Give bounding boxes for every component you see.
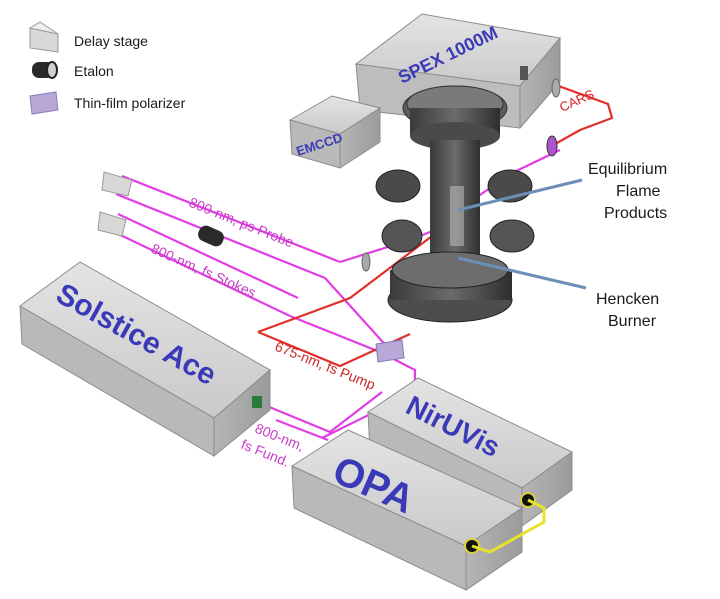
flame-label-line2: Flame <box>616 183 661 200</box>
burner-label-line2: Burner <box>608 313 657 330</box>
solstice-output-port <box>252 396 262 408</box>
fund-beam <box>261 391 383 434</box>
spex-slit <box>520 66 528 80</box>
opa: OPA <box>290 429 524 591</box>
annotation-labels: Equilibrium Flame Products Hencken Burne… <box>588 161 667 330</box>
emccd-camera: EMCCD <box>288 95 382 169</box>
etalon-icon <box>32 61 58 79</box>
filter <box>546 135 558 157</box>
cars-label: CARS <box>557 86 596 115</box>
pump-label: 675-nm, fs Pump <box>273 338 378 393</box>
fund-beam-b <box>275 418 329 442</box>
pointer-lines <box>457 178 587 290</box>
legend: Delay stage Etalon Thin-film polarizer <box>28 21 186 115</box>
solstice-ace: Solstice Ace <box>19 261 271 458</box>
probe-label: 800-nm, ps Probe <box>187 194 296 251</box>
delay-stage-probe <box>101 171 133 197</box>
cars-beam <box>519 70 614 149</box>
legend-label-polarizer: Thin-film polarizer <box>74 95 186 111</box>
legend-label-delay-stage: Delay stage <box>74 33 148 49</box>
lens-input <box>361 252 371 272</box>
legend-label-etalon: Etalon <box>74 63 114 79</box>
probe-route <box>324 277 391 351</box>
yellow-link <box>471 498 546 554</box>
stokes-beam-b <box>113 231 291 317</box>
flame-pointer <box>457 178 583 212</box>
polarizer-icon <box>29 91 59 115</box>
etalon <box>198 225 224 247</box>
optics <box>97 78 561 363</box>
burner-chamber <box>375 85 535 323</box>
flame-label-line3: Products <box>604 205 667 222</box>
probe-beam-a <box>121 174 341 264</box>
burner-label-line1: Hencken <box>596 291 659 308</box>
delay-stage-stokes <box>97 211 127 237</box>
stokes-label: 800-nm, fs Stokes <box>149 240 259 301</box>
stokes-beam-a <box>117 213 299 299</box>
polarizer <box>375 339 405 363</box>
flame-label-line1: Equilibrium <box>588 161 667 178</box>
pump-beam-a <box>257 229 441 334</box>
burner-pointer <box>457 256 587 290</box>
lens-spex <box>551 78 561 98</box>
delay-stage-icon <box>28 21 59 53</box>
